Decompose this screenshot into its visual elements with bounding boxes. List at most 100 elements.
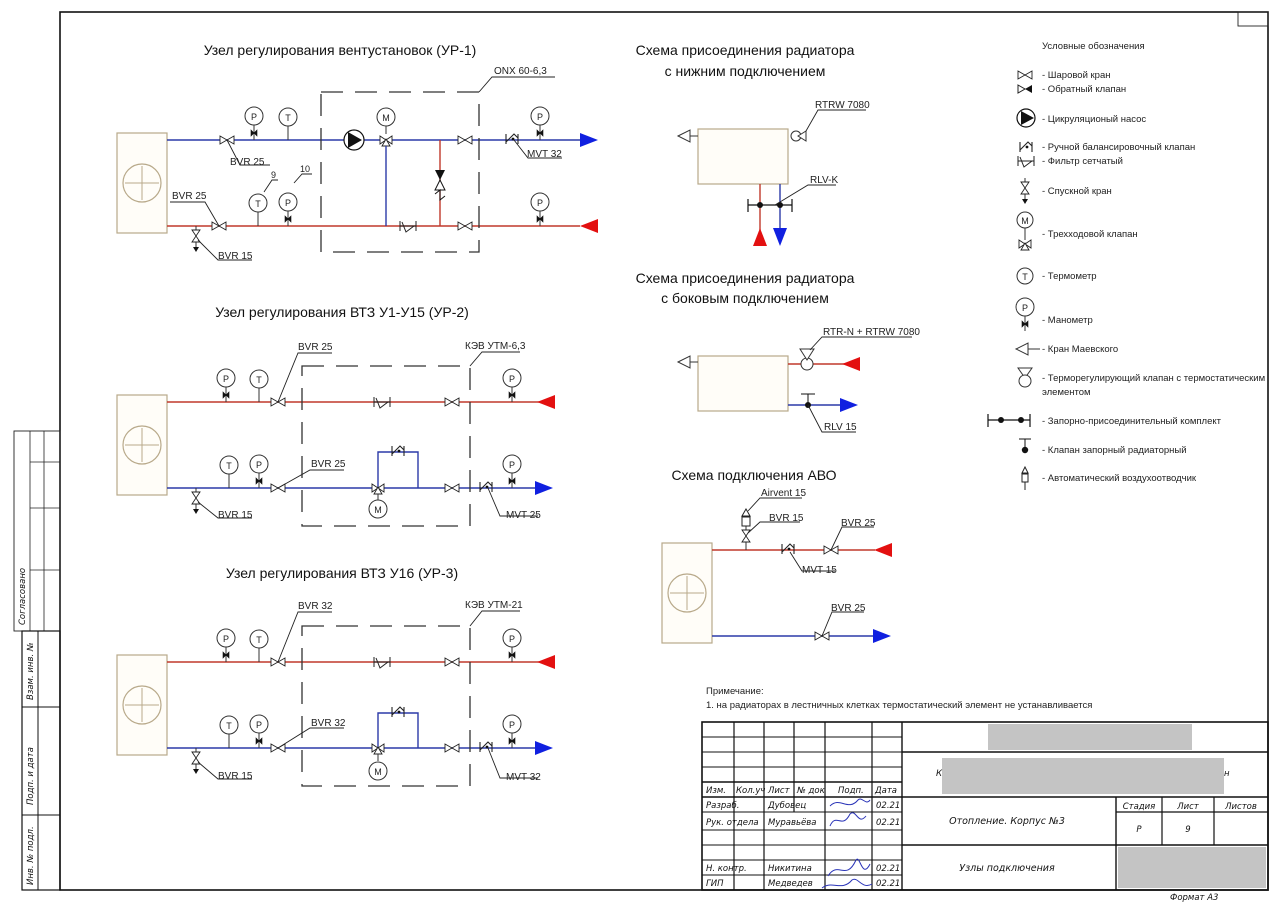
inflow-arrow-icon <box>537 395 555 409</box>
svg-text:ГИП: ГИП <box>706 879 724 889</box>
svg-text:Никитина: Никитина <box>768 864 812 874</box>
svg-text:T: T <box>255 199 261 209</box>
svg-text:- Трехходовой клапан: - Трехходовой клапан <box>1042 229 1138 240</box>
air-handler-unit <box>116 132 168 234</box>
svg-text:T: T <box>1022 272 1028 282</box>
svg-text:Кол.уч: Кол.уч <box>736 786 765 796</box>
row-name: Дубовец <box>767 801 806 811</box>
svg-text:Airvent 15: Airvent 15 <box>761 488 806 499</box>
redacted-field <box>942 758 1224 794</box>
svg-text:- Запорно-присоединительный ко: - Запорно-присоединительный комплект <box>1042 416 1222 427</box>
svg-text:- Автоматический воздухоотводч: - Автоматический воздухоотводчик <box>1042 473 1197 484</box>
node1-title: Узел регулирования вентустановок (УР-1) <box>204 42 477 58</box>
svg-text:02.21: 02.21 <box>876 818 900 828</box>
svg-text:Лист: Лист <box>1176 802 1200 812</box>
stamp-replace-inv: Взам. инв. № <box>26 642 36 700</box>
svg-text:MVT 15: MVT 15 <box>802 565 837 576</box>
svg-text:P: P <box>285 198 291 208</box>
svg-text:RTR-N + RTRW 7080: RTR-N + RTRW 7080 <box>823 327 920 338</box>
three-way-valve-icon <box>379 135 393 147</box>
drain-valve-icon <box>191 487 201 515</box>
svg-text:T: T <box>226 721 232 731</box>
svg-text:Листов: Листов <box>1224 802 1257 812</box>
svg-text:Схема присоединения радиатора: Схема присоединения радиатора <box>636 42 855 58</box>
svg-text:с нижним подключением: с нижним подключением <box>665 63 826 79</box>
svg-text:BVR 25: BVR 25 <box>172 191 207 202</box>
sheet-number: 9 <box>1185 825 1190 835</box>
strainer-icon <box>373 396 391 409</box>
balancing-valve-icon <box>479 741 493 753</box>
legend-title: Условные обозначения <box>1042 41 1145 52</box>
balancing-valve-icon <box>479 481 493 493</box>
svg-text:Муравьёва: Муравьёва <box>768 818 816 828</box>
svg-text:BVR 25: BVR 25 <box>298 342 333 353</box>
svg-text:P: P <box>509 460 515 470</box>
svg-text:M: M <box>374 505 382 515</box>
svg-text:P: P <box>223 374 229 384</box>
ball-valve-icon <box>444 657 460 667</box>
balancing-valve-icon <box>391 445 405 457</box>
svg-text:Н. контр.: Н. контр. <box>706 864 747 874</box>
thermometer-icon <box>1016 267 1034 285</box>
legend: Условные обозначения - Шаровой кран - Об… <box>987 41 1265 490</box>
svg-text:02.21: 02.21 <box>876 879 900 889</box>
signature <box>821 798 873 889</box>
node-ur1: Узел регулирования вентустановок (УР-1) … <box>116 42 598 262</box>
module-label: ONX 60-6,3 <box>494 66 547 77</box>
radiator-bottom-scheme: Схема присоединения радиатора с нижним п… <box>636 42 870 246</box>
drain-valve-icon <box>191 225 201 253</box>
redacted-field <box>1118 847 1266 888</box>
section-title: Отопление. Корпус №3 <box>949 816 1065 827</box>
outflow-arrow-icon <box>580 133 598 147</box>
stamp-sign-date: Подп. и дата <box>26 747 36 805</box>
svg-text:P: P <box>256 720 262 730</box>
svg-text:P: P <box>537 198 543 208</box>
svg-text:- Кран Маевского: - Кран Маевского <box>1042 344 1118 355</box>
svg-text:- Ручной балансировочный клапа: - Ручной балансировочный клапан <box>1042 142 1195 153</box>
svg-text:Схема присоединения радиатора: Схема присоединения радиатора <box>636 270 855 286</box>
svg-text:н: н <box>1224 769 1230 779</box>
svg-text:- Цикруляционый насос: - Цикруляционый насос <box>1042 114 1146 125</box>
svg-text:BVR 25: BVR 25 <box>311 459 346 470</box>
row-date: 02.21 <box>876 801 900 811</box>
svg-text:Примечание:: Примечание: <box>706 686 764 697</box>
svg-text:- Шаровой кран: - Шаровой кран <box>1042 70 1111 81</box>
svg-text:- Терморегулирующий клапан с т: - Терморегулирующий клапан с термостатич… <box>1042 373 1265 384</box>
svg-text:- Обратный клапан: - Обратный клапан <box>1042 84 1126 95</box>
svg-text:КЭВ УТМ-6,3: КЭВ УТМ-6,3 <box>465 341 526 352</box>
air-vent-icon <box>1021 465 1029 490</box>
svg-text:RLV-K: RLV-K <box>810 175 838 186</box>
inflow-arrow-icon <box>537 655 555 669</box>
svg-text:КЭВ УТМ-21: КЭВ УТМ-21 <box>465 600 523 611</box>
redacted-field <box>988 724 1192 750</box>
mayevsky-valve-icon <box>676 129 691 143</box>
svg-text:- Клапан запорный радиаторный: - Клапан запорный радиаторный <box>1042 445 1187 456</box>
svg-text:Дата: Дата <box>874 786 897 796</box>
svg-text:02.21: 02.21 <box>876 864 900 874</box>
svg-text:Схема подключения АВО: Схема подключения АВО <box>671 467 836 483</box>
svg-text:RLV 15: RLV 15 <box>824 422 857 433</box>
svg-text:BVR 25: BVR 25 <box>831 603 866 614</box>
air-vent-icon <box>741 516 751 527</box>
ball-valve-icon <box>1017 70 1033 80</box>
node-ur2: Узел регулирования ВТЗ У1-У15 (УР-2) КЭВ… <box>116 304 555 527</box>
node-ur3: Узел регулирования ВТЗ У16 (УР-3) КЭВ УТ… <box>116 565 555 787</box>
strainer-icon <box>373 656 391 669</box>
svg-text:BVR 32: BVR 32 <box>298 601 333 612</box>
stage-value: Р <box>1136 825 1142 835</box>
svg-text:T: T <box>285 113 291 123</box>
ball-valve-icon <box>444 483 460 493</box>
svg-text:P: P <box>1022 303 1028 313</box>
svg-text:RTRW 7080: RTRW 7080 <box>815 100 870 111</box>
svg-text:9: 9 <box>271 170 276 180</box>
svg-text:BVR 15: BVR 15 <box>218 771 253 782</box>
svg-text:Изм.: Изм. <box>706 786 726 796</box>
svg-text:BVR 15: BVR 15 <box>218 251 253 262</box>
svg-text:- Фильтр сетчатый: - Фильтр сетчатый <box>1042 156 1123 167</box>
svg-text:MVT 32: MVT 32 <box>527 149 562 160</box>
svg-text:P: P <box>509 374 515 384</box>
outflow-arrow-icon <box>535 481 553 495</box>
label-bvr: BVR 25 <box>230 157 265 168</box>
drain-valve-icon <box>191 747 201 775</box>
